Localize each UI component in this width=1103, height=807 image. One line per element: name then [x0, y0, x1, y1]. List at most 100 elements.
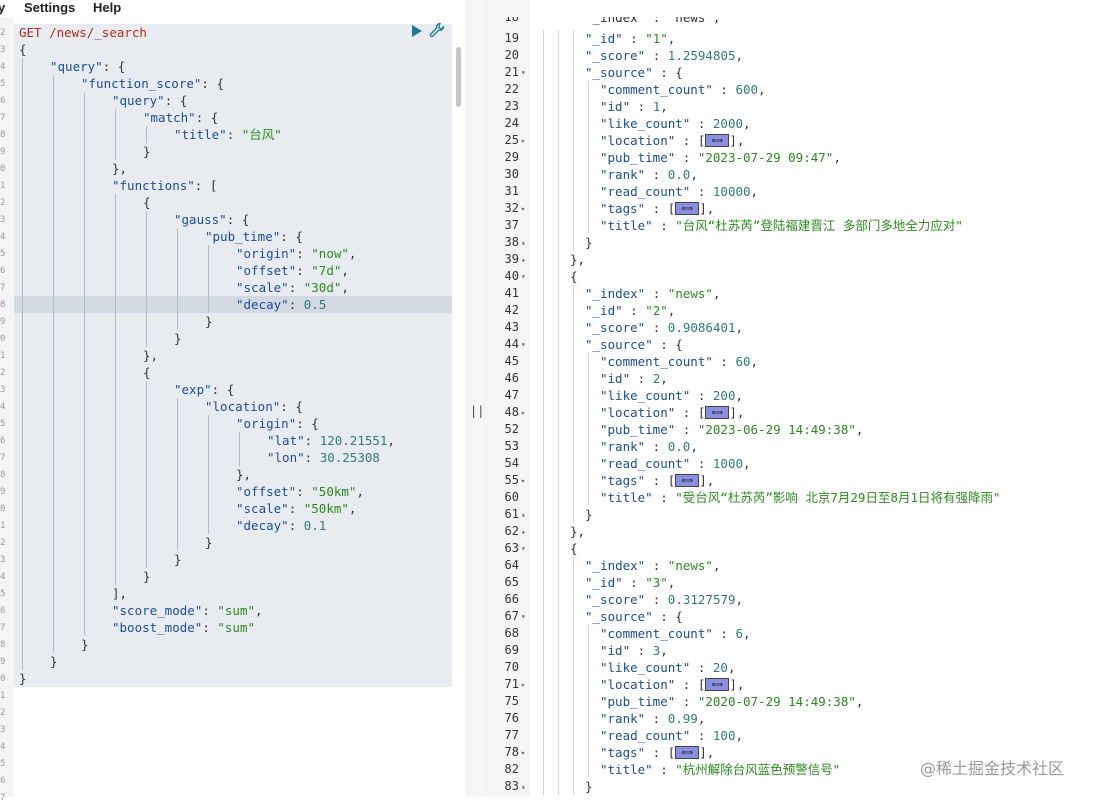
fold-toggle-icon[interactable]: ▴	[521, 527, 526, 536]
indent-guide	[22, 211, 23, 228]
code-token: : {	[195, 110, 219, 125]
fold-toggle-icon[interactable]: ▸	[521, 408, 526, 417]
code-token: "query"	[112, 93, 165, 108]
code-token: ,	[667, 303, 676, 318]
code-token: "like_count"	[600, 660, 691, 675]
resizer-grip[interactable]: ||	[470, 404, 485, 418]
indent-guide	[558, 438, 559, 455]
fold-toggle-icon[interactable]: ▾	[521, 544, 526, 553]
gutter-line-number: 9	[0, 487, 6, 497]
fold-toggle-icon[interactable]: ▾	[521, 272, 526, 281]
menu-item-settings[interactable]: Settings	[24, 0, 76, 15]
code-line: }	[50, 653, 58, 670]
code-line: "scale": "50km",	[236, 500, 356, 517]
response-code-line: "tags" : [⟺],	[600, 472, 714, 489]
indent-guide	[588, 710, 589, 727]
code-token: "tags"	[600, 745, 646, 760]
gutter-line-number: 6	[0, 96, 6, 106]
fold-toggle-icon[interactable]: ▸	[521, 476, 526, 485]
code-token: "_source"	[585, 337, 653, 352]
indent-guide	[84, 330, 85, 347]
code-token: ,	[660, 371, 668, 386]
code-token: ,	[690, 439, 698, 454]
code-token: : {	[652, 609, 683, 624]
wrench-icon-svg	[429, 22, 445, 38]
fold-toggle-icon[interactable]: ▴	[521, 782, 526, 791]
indent-guide	[558, 302, 559, 319]
response-code-line: "title" : "台风“杜苏芮”登陆福建晋江 多部门多地全力应对"	[600, 217, 963, 234]
indent-guide	[588, 404, 589, 421]
code-token: ,	[855, 422, 864, 437]
code-line: "lat": 120.21551,	[267, 432, 395, 449]
request-scrollbar[interactable]	[456, 47, 461, 107]
collapsed-ellipsis-icon[interactable]: ⟺	[675, 746, 700, 759]
response-line-number: 55	[504, 473, 519, 487]
response-line-number: 23	[504, 99, 519, 113]
code-token: :	[645, 558, 668, 573]
fold-toggle-icon[interactable]: ▸	[521, 136, 526, 145]
fold-toggle-icon[interactable]: ▸	[521, 204, 526, 213]
indent-guide	[84, 143, 85, 160]
code-token: {	[143, 365, 151, 380]
fold-toggle-icon[interactable]: ▸	[521, 680, 526, 689]
code-token: 120.21551	[319, 433, 388, 448]
code-token: "functions"	[112, 178, 195, 193]
code-token: 100	[712, 728, 736, 743]
gutter-line-number: 9	[0, 657, 6, 667]
indent-guide	[84, 126, 85, 143]
indent-guide	[543, 455, 544, 472]
code-token: "location"	[600, 677, 676, 692]
indent-guide	[588, 353, 589, 370]
run-request-icon[interactable]	[412, 25, 422, 37]
indent-guide	[177, 313, 178, 330]
indent-guide	[22, 279, 23, 296]
code-token: "lon"	[267, 450, 305, 465]
code-token: 0.3127579	[667, 592, 736, 607]
menu-item-help[interactable]: Help	[93, 0, 122, 15]
gutter-line-number: 9	[0, 147, 6, 157]
panel-resizer[interactable]: ||	[465, 0, 485, 797]
collapsed-ellipsis-icon[interactable]: ⟺	[705, 678, 730, 691]
fold-toggle-icon[interactable]: ▴	[521, 255, 526, 264]
fold-toggle-icon[interactable]: ▴	[521, 510, 526, 519]
code-line: }	[174, 330, 182, 347]
code-token: "read_count"	[600, 728, 691, 743]
indent-guide	[22, 364, 23, 381]
code-token: 1000	[712, 456, 743, 471]
code-token: 0.0	[667, 167, 691, 182]
collapsed-ellipsis-icon[interactable]: ⟺	[705, 406, 730, 419]
gutter-line-number: 8	[0, 300, 6, 310]
fold-toggle-icon[interactable]: ▾	[521, 612, 526, 621]
menu-item-partial[interactable]: y	[0, 0, 6, 15]
response-code-line: "read_count" : 10000,	[600, 183, 758, 200]
fold-toggle-icon[interactable]: ▸	[521, 748, 526, 757]
fold-toggle-icon[interactable]: ▴	[521, 238, 526, 247]
fold-toggle-icon[interactable]: ▾	[521, 340, 526, 349]
gutter-line-number: 1	[0, 691, 6, 701]
code-token: "query"	[50, 59, 103, 74]
indent-guide	[588, 387, 589, 404]
code-line: "query": {	[50, 58, 125, 75]
request-editor[interactable]: GET /news/_search{"query": {"function_sc…	[14, 24, 452, 687]
indent-guide	[588, 200, 589, 217]
collapsed-ellipsis-icon[interactable]: ⟺	[675, 202, 700, 215]
code-token: "location"	[205, 399, 281, 414]
indent-guide	[53, 296, 54, 313]
indent-guide	[22, 58, 23, 75]
fold-toggle-icon[interactable]: ▾	[521, 68, 526, 77]
wrench-icon[interactable]	[429, 22, 447, 40]
indent-guide	[543, 778, 544, 795]
indent-guide	[208, 449, 209, 466]
response-code-line: "rank" : 0.0,	[600, 438, 698, 455]
code-token: "rank"	[600, 439, 646, 454]
code-token: "decay"	[236, 518, 289, 533]
code-token: :	[202, 620, 218, 635]
indent-guide	[146, 126, 147, 143]
indent-guide	[573, 353, 574, 370]
indent-guide	[53, 143, 54, 160]
collapsed-ellipsis-icon[interactable]: ⟺	[705, 134, 730, 147]
indent-guide	[573, 200, 574, 217]
code-token: "_score"	[585, 320, 646, 335]
indent-guide	[84, 177, 85, 194]
collapsed-ellipsis-icon[interactable]: ⟺	[675, 474, 700, 487]
